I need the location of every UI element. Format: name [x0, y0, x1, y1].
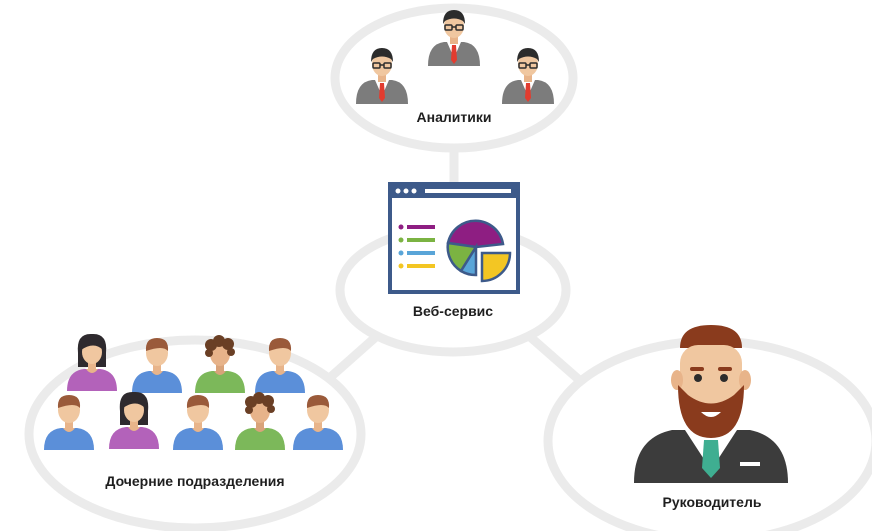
analytics-node-ellipse	[330, 3, 578, 153]
connector-web-subsidiaries	[322, 331, 381, 386]
dashboard-pie	[446, 219, 512, 283]
bearded-manager-icon	[634, 325, 788, 483]
connector-web-manager	[525, 331, 588, 389]
dashboard-window-icon	[388, 182, 520, 294]
subsidiaries-label: Дочерние подразделения	[105, 473, 285, 489]
web-service-label: Веб-сервис	[412, 303, 494, 319]
manager-label: Руководитель	[662, 494, 762, 510]
analytics-label: Аналитики	[416, 109, 492, 125]
